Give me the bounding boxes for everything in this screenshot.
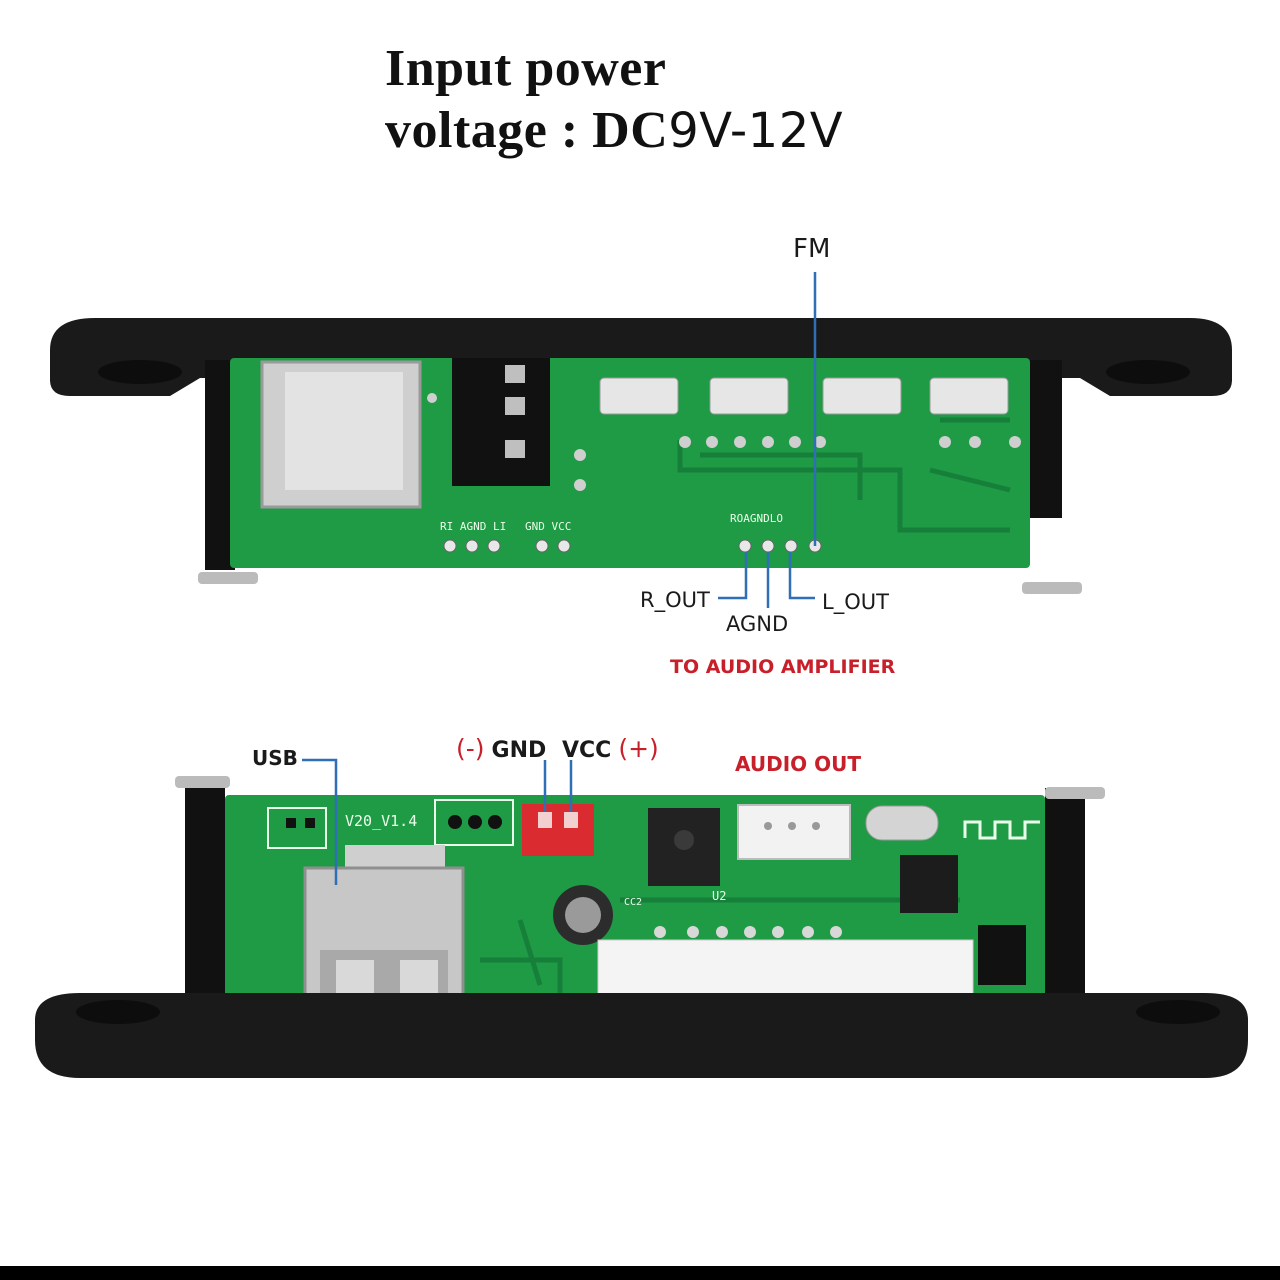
vcc-label-group: VCC (+) [562,734,659,763]
audio-out-pin-3 [812,822,820,830]
gnd-label-group: (-) GND [456,734,546,763]
three-pin-2 [468,815,482,829]
mic-pin-2 [305,818,315,828]
sd-card-slot-face [285,372,403,490]
aux-jack-pin-3 [505,440,525,458]
silk-version: V20_V1.4 [345,812,417,830]
power-connector-pin-vcc [564,812,578,828]
top-screw-left [198,572,258,584]
r-out-label: R_OUT [640,588,710,612]
mic-pin-1 [286,818,296,828]
aux-jack-pin-2 [505,397,525,415]
mic-connector [267,807,327,849]
bottom-screw-left [175,776,230,788]
usb-callout-line [302,758,338,885]
top-screw-hole-right [1106,360,1190,384]
three-pin-3 [488,815,502,829]
silk-u2: U2 [712,889,726,903]
bottom-screw-hole-left [76,1000,160,1024]
silk-aux-pins: RI AGND LI [440,520,506,533]
three-pin-connector [434,799,514,846]
bottom-screw-hole-right [1136,1000,1220,1024]
regulator-hole [674,830,694,850]
heading-voltage: 9V-12V [668,103,844,159]
silk-out-pins: ROAGNDLO [730,512,783,525]
audio-out-pin-2 [788,822,796,830]
heading-line-1: Input power [385,40,667,97]
r-out-callout-line [718,552,748,600]
fm-label: FM [793,234,831,264]
bottom-black-bar [0,1266,1280,1280]
gnd-sign: (-) [456,734,485,763]
audio-out-pin-1 [764,822,772,830]
top-leg-right [1030,360,1062,518]
ir-receiver [978,925,1026,985]
aux-jack-pin-1 [505,365,525,383]
audio-out-label: AUDIO OUT [735,752,861,776]
bottom-screw-right [1045,787,1105,799]
power-pin-header [535,539,571,553]
usb-label: USB [252,746,298,770]
bottom-faceplate [35,993,1248,1078]
power-connector [522,804,594,856]
audio-out-connector [737,804,851,860]
gnd-label: GND [491,738,547,763]
heading-line-2-prefix: voltage : DC [385,102,669,159]
display-pins [654,926,842,938]
amplifier-label: TO AUDIO AMPLIFIER [670,656,896,678]
bottom-board: V20_V1.4 U2 CC2 [35,776,1248,1078]
push-button-1 [599,377,679,415]
crystal-oscillator [865,805,939,841]
power-connector-pin-gnd [538,812,552,828]
top-callout-lines [718,272,817,608]
vcc-sign: (+) [618,734,659,763]
silk-power-pins: GND VCC [525,520,571,533]
usb-pins [345,845,445,867]
bottom-callout-lines [302,758,573,885]
top-screw-right [1022,582,1082,594]
l-out-callout-line [788,552,815,600]
voltage-heading: Input power voltage : DC9V-12V [385,38,843,162]
top-screw-hole-left [98,360,182,384]
push-button-4 [929,377,1009,415]
capacitor-top [565,897,601,933]
vcc-label: VCC [562,738,612,763]
push-button-3 [822,377,902,415]
bottom-leg-right [1045,788,1085,1018]
top-solder-pads [427,393,1021,491]
antenna-trace [963,820,1040,840]
push-button-2 [709,377,789,415]
aux-pin-header [443,539,501,553]
three-pin-1 [448,815,462,829]
silk-cc2: CC2 [624,897,642,908]
agnd-label: AGND [726,612,789,636]
bluetooth-chip [900,855,958,913]
top-traces [677,417,1011,533]
bottom-leg-left [185,788,225,1018]
top-board: RI AGND LI GND VCC ROAGNDLO [50,318,1232,594]
aux-jack [452,358,550,486]
l-out-label: L_OUT [822,590,889,614]
